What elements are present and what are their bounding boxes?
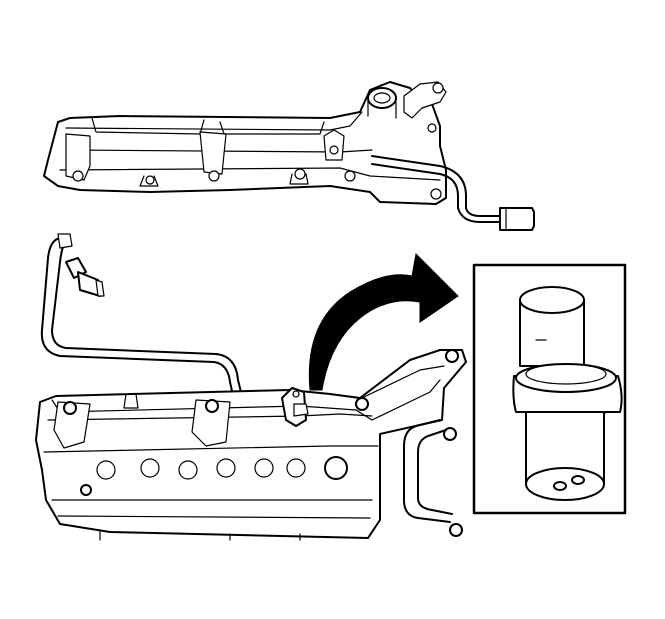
connector-plug-icon [499,207,535,231]
top-valve-cover [43,81,535,231]
bottom-valve-cover [35,233,467,541]
connector-detail-icon [512,286,623,501]
callout-arrow-icon [308,252,459,391]
detail-inset [472,263,627,515]
